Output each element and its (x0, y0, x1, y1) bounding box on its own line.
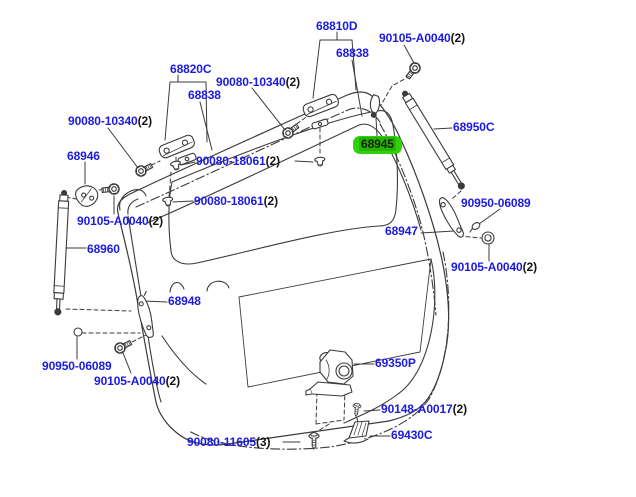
part-number: 68960 (87, 242, 120, 256)
part-number: 69430C (391, 428, 433, 442)
part-quantity: (2) (285, 75, 301, 89)
part-number: 69350P (375, 356, 416, 370)
part-label-90080-18061[interactable]: 90080-18061(2) (194, 195, 278, 208)
part-number: 90148-A0017 (381, 402, 453, 416)
bracket-68947 (438, 196, 465, 238)
part-label-68950C[interactable]: 68950C (453, 120, 495, 134)
part-number: 90080-10340 (68, 114, 138, 128)
part-number: 90080-18061 (194, 194, 264, 208)
hinge-right (302, 93, 340, 130)
part-quantity: (2) (452, 402, 468, 416)
part-quantity: (2) (148, 214, 164, 228)
lower-panel-details (161, 251, 450, 450)
part-number: 68948 (168, 294, 201, 308)
part-number: 90105-A0040 (379, 31, 451, 45)
lock-assembly-69350P (305, 349, 354, 397)
striker-hook (369, 94, 381, 118)
gas-strut-left-68960 (53, 190, 70, 316)
part-number: 68810D (316, 19, 358, 33)
part-number: 90105-A0040 (77, 214, 149, 228)
part-number: 90950-06089 (42, 359, 112, 373)
part-label-68946[interactable]: 68946 (67, 150, 100, 163)
part-label-69430C[interactable]: 69430C (391, 428, 433, 442)
part-label-68947[interactable]: 68947 (385, 225, 418, 238)
fasteners (73, 60, 495, 450)
part-label-68838[interactable]: 68838 (188, 89, 221, 102)
part-label-90080-10340[interactable]: 90080-10340(2) (68, 115, 152, 128)
part-label-68838[interactable]: 68838 (336, 47, 369, 60)
part-number: 68947 (385, 224, 418, 238)
part-quantity: (2) (263, 194, 279, 208)
part-number: 90105-A0040 (451, 260, 523, 274)
part-label-68948[interactable]: 68948 (168, 295, 201, 308)
hinge-left (158, 134, 197, 166)
part-label-69350P[interactable]: 69350P (375, 357, 416, 370)
part-label-90105-A0040[interactable]: 90105-A0040(2) (379, 32, 465, 45)
pin-90950-06089-left (73, 327, 83, 337)
part-label-90080-11605[interactable]: 90080-11605(3) (187, 436, 270, 449)
part-label-90105-A0040[interactable]: 90105-A0040(2) (94, 375, 180, 388)
part-number: 68945 (359, 137, 396, 151)
grommet-90950-06089-right (469, 222, 481, 233)
part-label-90950-06089[interactable]: 90950-06089 (461, 197, 531, 210)
part-number: 90080-11605 (187, 435, 256, 449)
part-quantity: (2) (450, 31, 466, 45)
garnish-69430C (343, 420, 370, 444)
part-quantity: (3) (255, 435, 271, 449)
part-number: 90950-06089 (461, 196, 531, 210)
part-number: 68820C (170, 62, 212, 76)
part-label-90105-A0040[interactable]: 90105-A0040(2) (77, 215, 163, 228)
part-label-90950-06089[interactable]: 90950-06089 (42, 360, 112, 373)
part-label-90148-A0017[interactable]: 90148-A0017(2) (381, 403, 467, 416)
part-label-90080-18061[interactable]: 90080-18061(2) (196, 155, 280, 168)
part-number: 90080-18061 (196, 154, 266, 168)
part-number: 68838 (188, 88, 221, 102)
part-number: 90105-A0040 (94, 374, 166, 388)
hinge-bracket-68946 (75, 185, 99, 207)
part-quantity: (2) (265, 154, 281, 168)
part-number: 68946 (67, 149, 100, 163)
part-quantity: (2) (165, 374, 181, 388)
leader-lines (65, 31, 501, 443)
part-number: 68950C (453, 120, 495, 134)
part-quantity: (2) (522, 260, 538, 274)
part-label-68810D[interactable]: 68810D (316, 19, 358, 33)
part-number: 68838 (336, 46, 369, 60)
part-label-90105-A0040[interactable]: 90105-A0040(2) (451, 261, 537, 274)
gas-strut-right-68950C (401, 90, 465, 190)
part-quantity: (2) (137, 114, 153, 128)
bracket-68948 (137, 290, 154, 338)
part-label-90080-10340[interactable]: 90080-10340(2) (216, 76, 300, 89)
part-number: 90080-10340 (216, 75, 286, 89)
part-label-68820C[interactable]: 68820C (170, 62, 212, 76)
part-label-68960[interactable]: 68960 (87, 243, 120, 256)
part-label-68945[interactable]: 68945 (344, 136, 402, 156)
